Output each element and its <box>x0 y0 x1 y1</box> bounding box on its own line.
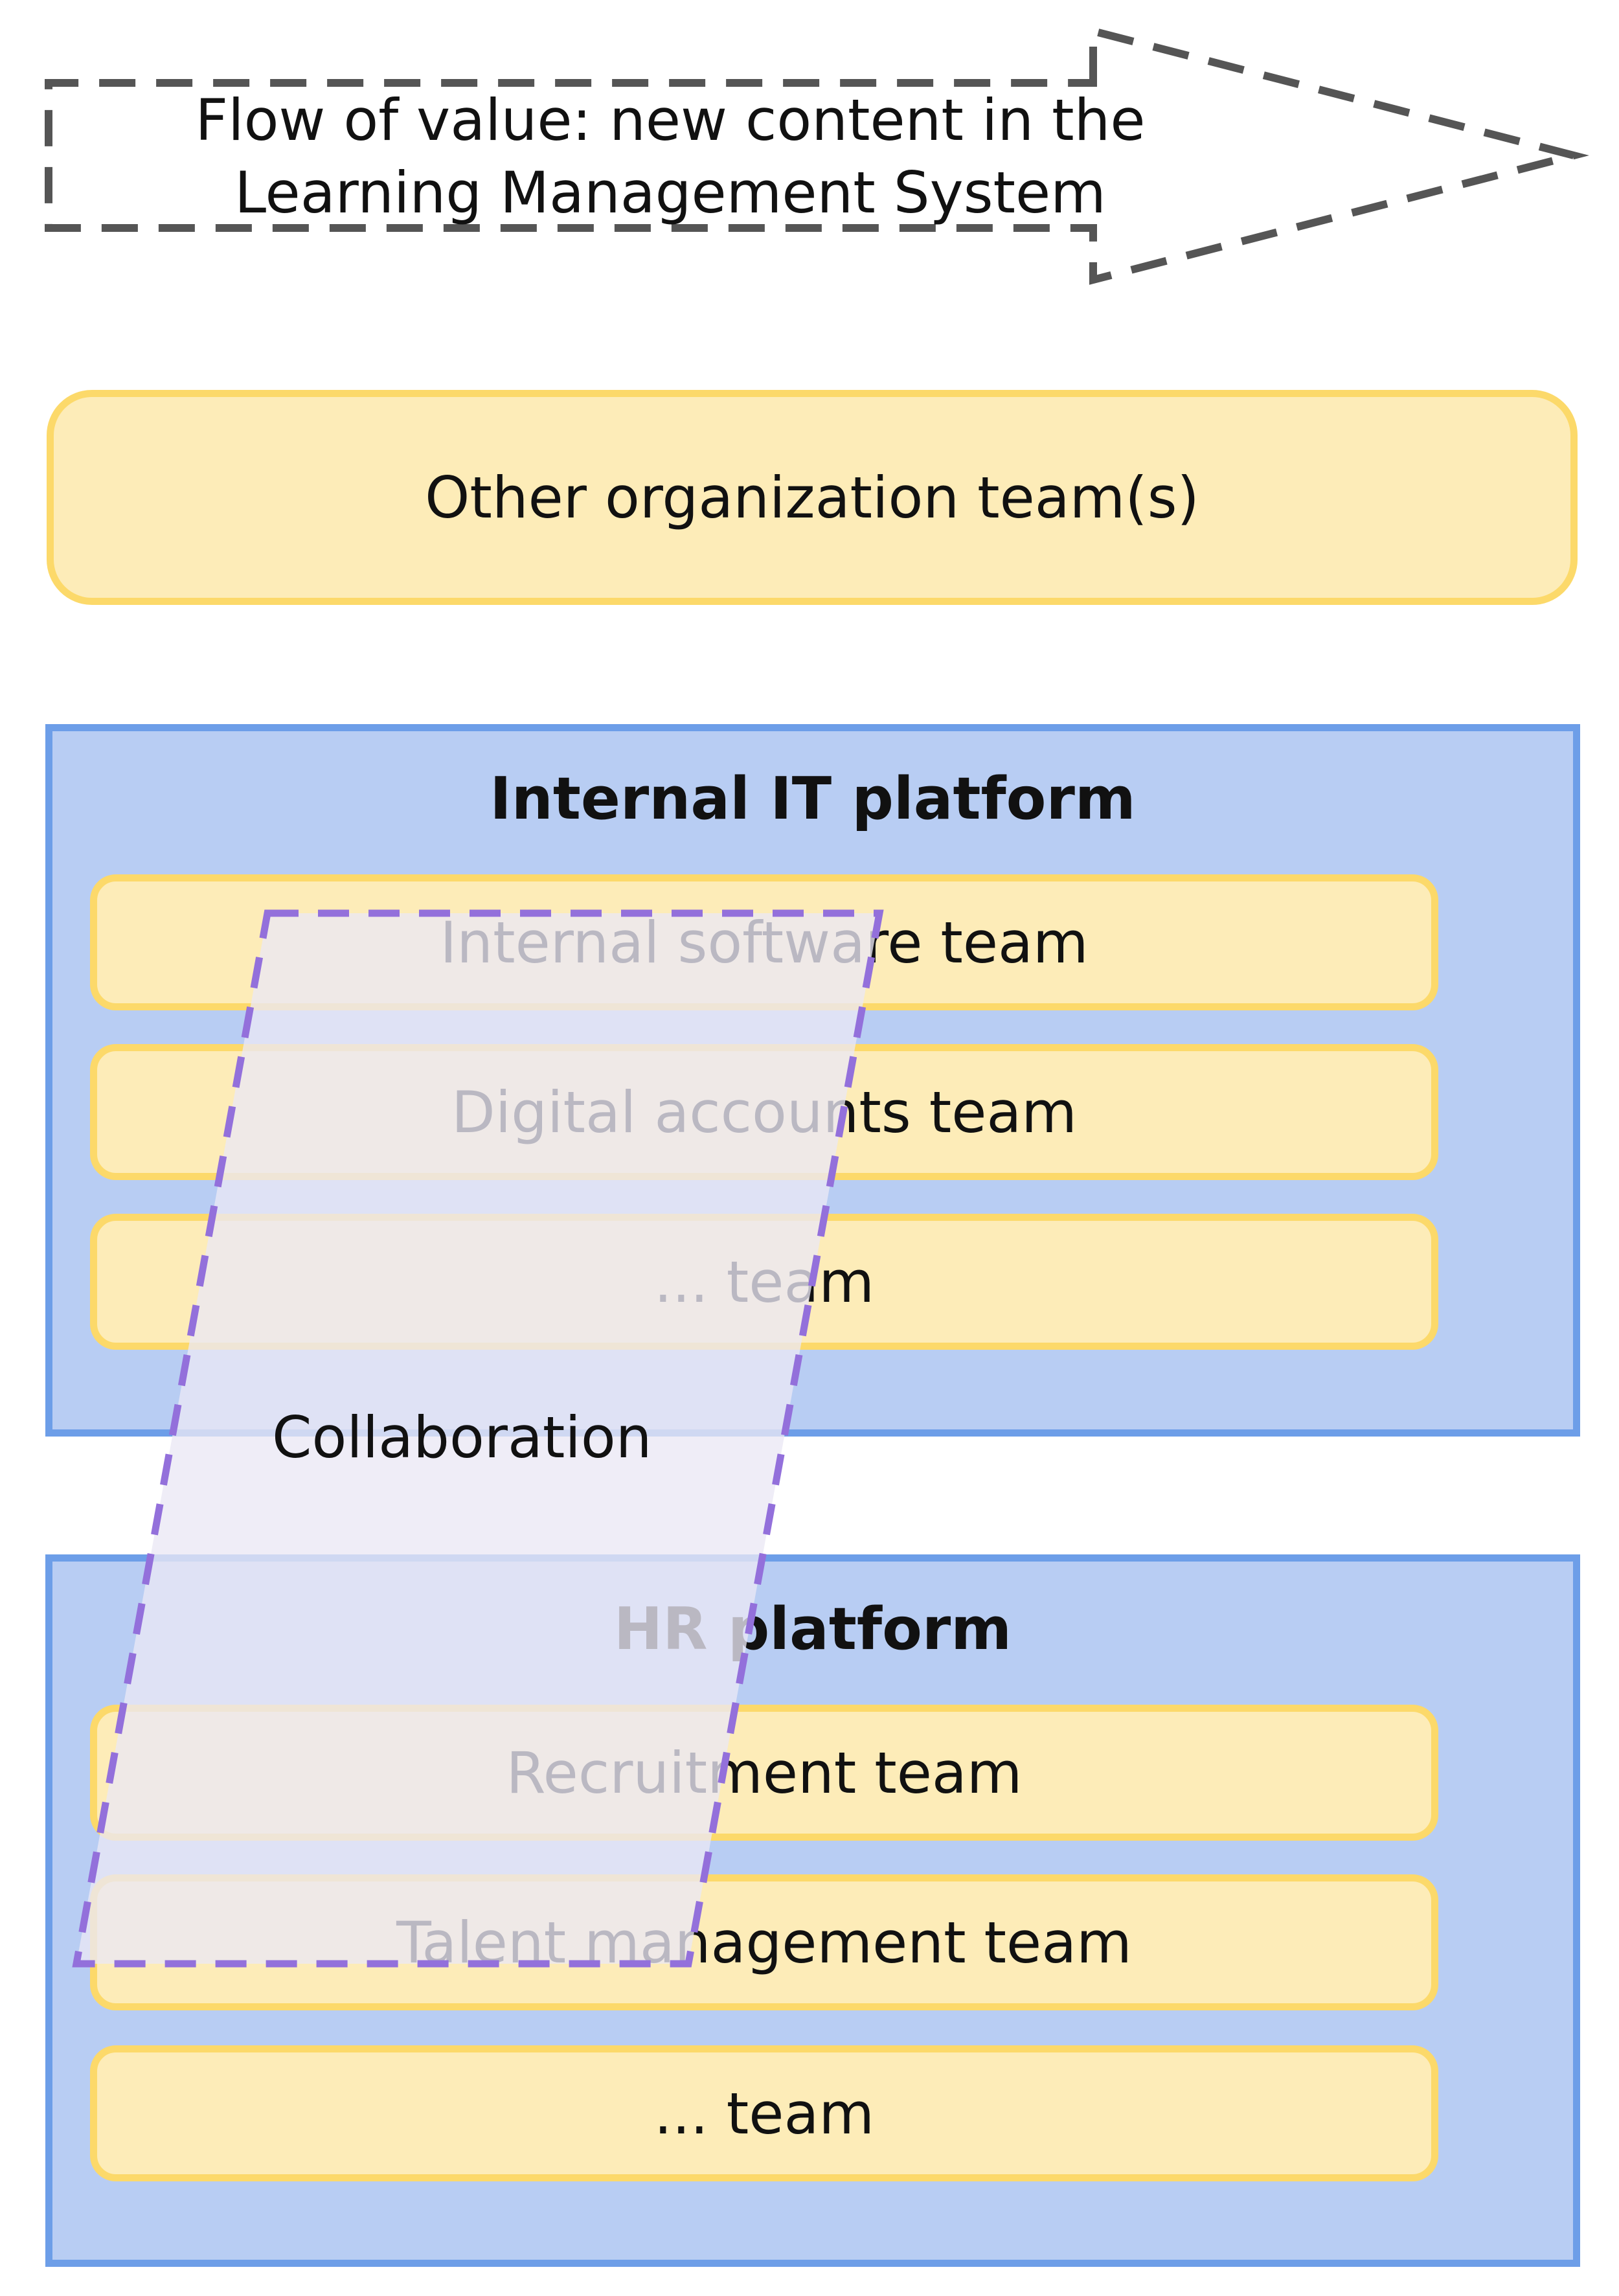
team-label: Digital accounts team <box>451 1078 1078 1146</box>
team-talent-management: Talent management team <box>90 1874 1438 2010</box>
team-other-hr: ... team <box>90 2045 1438 2181</box>
stream-aligned-team: Other organization team(s) <box>47 390 1578 605</box>
platform-title: HR platform <box>613 1595 1012 1663</box>
flow-line-1: Flow of value: new content in the <box>195 87 1146 153</box>
team-label: Talent management team <box>396 1909 1132 1976</box>
team-recruitment: Recruitment team <box>90 1705 1438 1841</box>
stream-team-label: Other organization team(s) <box>425 464 1199 531</box>
team-internal-software: Internal software team <box>90 874 1438 1010</box>
flow-of-value-arrow <box>45 26 1589 285</box>
team-label: ... team <box>653 2080 875 2147</box>
collaboration-label: Collaboration <box>272 1404 652 1471</box>
team-label: ... team <box>653 1248 875 1315</box>
flow-of-value-label: Flow of value: new content in the Learni… <box>104 84 1237 229</box>
team-label: Recruitment team <box>506 1739 1023 1806</box>
flow-line-2: Learning Management System <box>234 159 1106 226</box>
platform-title: Internal IT platform <box>490 765 1136 833</box>
team-digital-accounts: Digital accounts team <box>90 1044 1438 1180</box>
team-other-it: ... team <box>90 1214 1438 1350</box>
team-label: Internal software team <box>440 909 1089 976</box>
